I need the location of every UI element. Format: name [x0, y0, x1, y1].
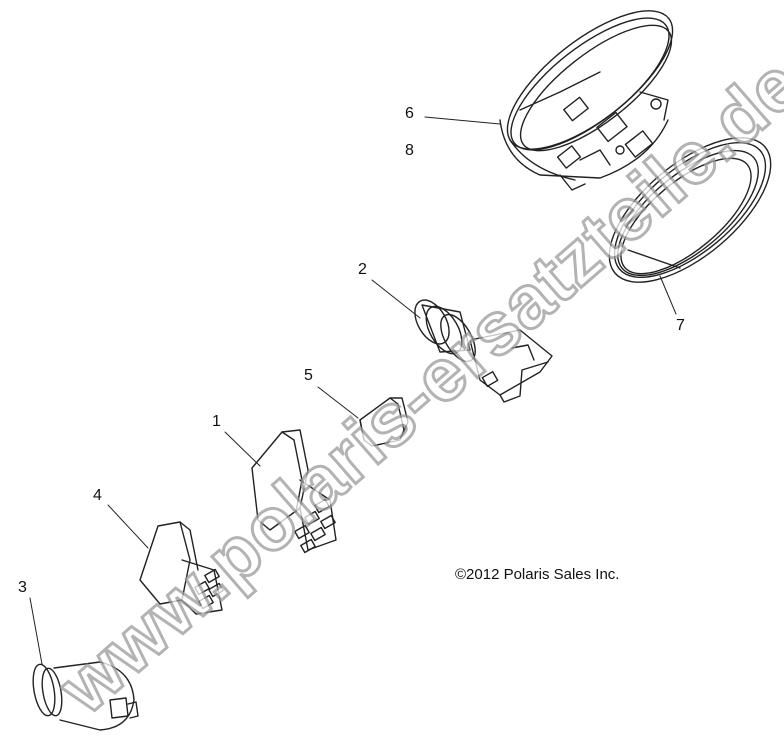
callout-8: 8 [405, 142, 414, 159]
callout-4: 4 [93, 487, 102, 504]
power-outlet-part-3 [32, 661, 139, 731]
callout-6: 6 [405, 105, 414, 122]
callout-3: 3 [18, 579, 27, 596]
callout-7: 7 [676, 317, 685, 334]
copyright-notice: ©2012 Polaris Sales Inc. [455, 566, 620, 583]
ring-part-7 [608, 137, 772, 283]
callout-1: 1 [212, 413, 221, 430]
callout-5: 5 [304, 367, 313, 384]
rocker-switch-part-1 [251, 429, 337, 554]
ignition-switch-part-2 [414, 299, 553, 403]
callout-2: 2 [358, 261, 367, 278]
switch-cap-part-5 [359, 397, 409, 447]
leader-lines [29, 116, 677, 665]
rocker-switch-part-4 [139, 521, 224, 615]
gauge-housing-part-6 [499, 10, 674, 191]
